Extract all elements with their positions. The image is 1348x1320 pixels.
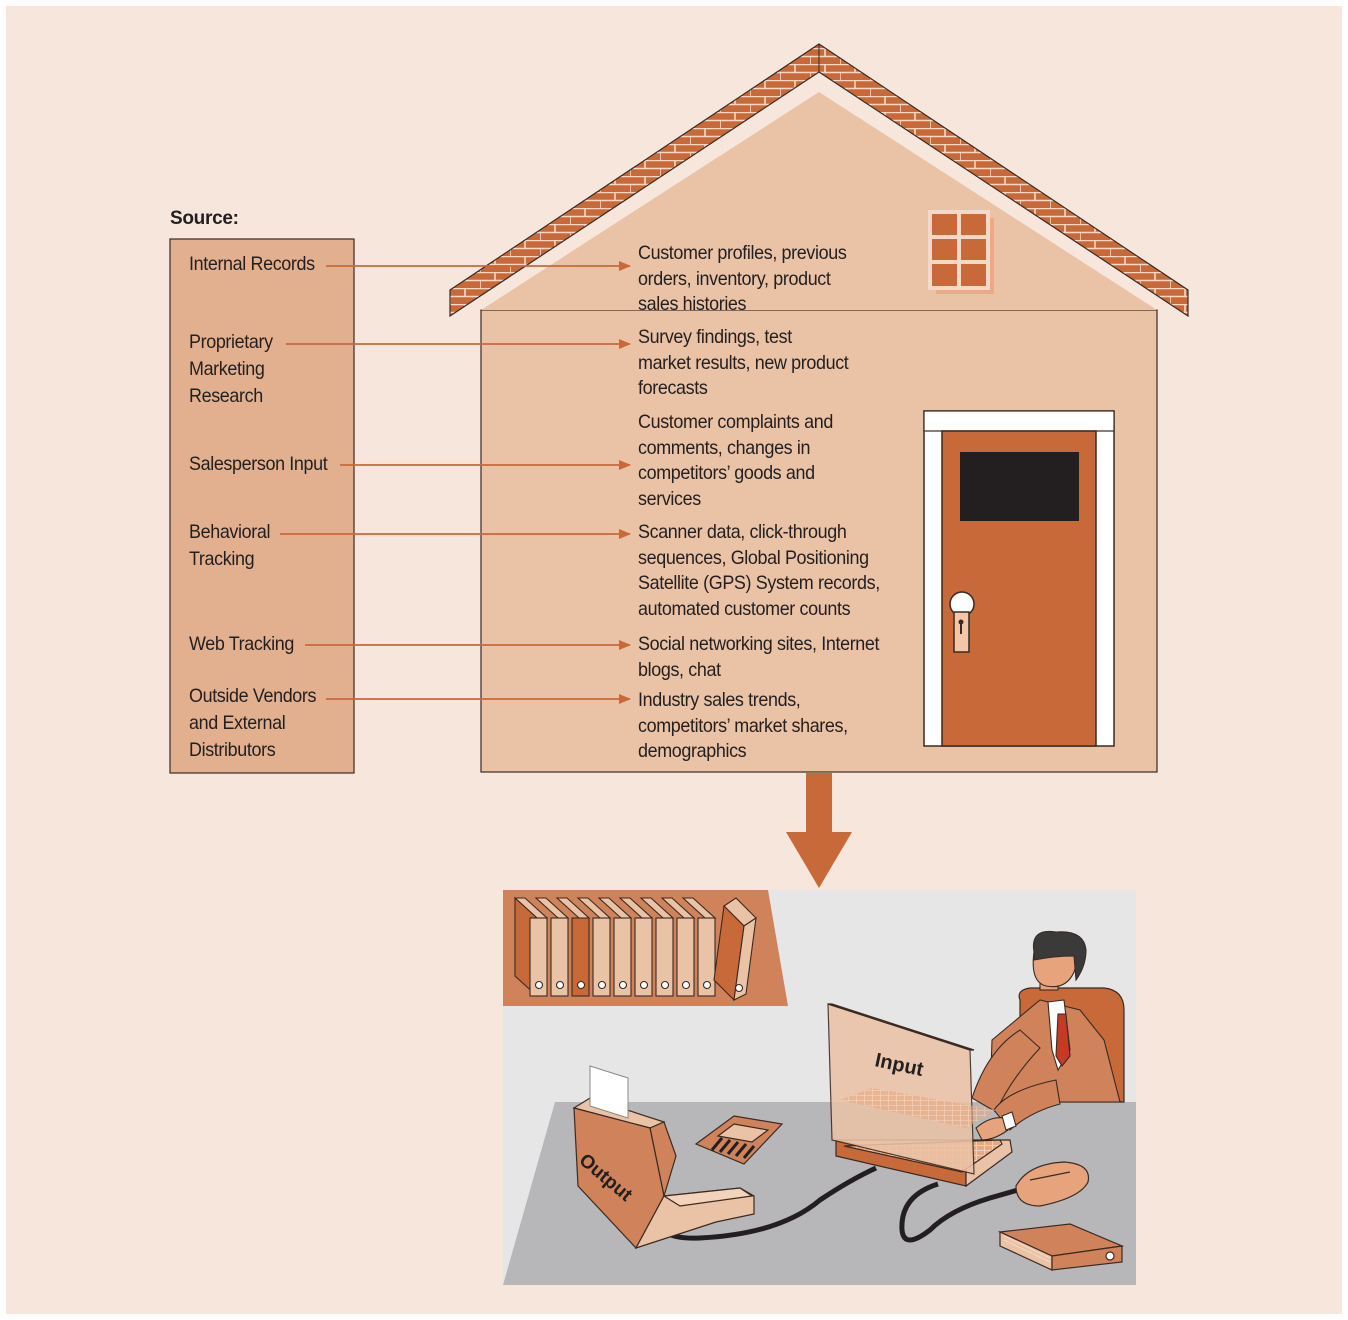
source-web-tracking: Web Tracking	[189, 633, 294, 655]
data-web-tracking: Social networking sites, Internet blogs,…	[638, 633, 880, 681]
printer	[572, 1065, 755, 1250]
computer	[827, 1003, 1013, 1188]
source-outside-vendors: Outside Vendors and External Distributor…	[189, 685, 317, 761]
data-marketing-research: Survey findings, test market results, ne…	[638, 326, 849, 399]
manual	[997, 1223, 1125, 1271]
source-box	[169, 238, 355, 774]
person	[971, 930, 1121, 1141]
source-title: Source:	[170, 208, 239, 229]
door	[923, 410, 1115, 747]
source-behavioral-tracking: Behavioral Tracking	[189, 521, 271, 570]
floppy-disk	[694, 1115, 784, 1165]
attic-window	[928, 210, 994, 294]
source-marketing-research: Proprietary Marketing Research	[189, 331, 273, 407]
data-internal-records: Customer profiles, previous orders, inve…	[638, 242, 847, 315]
mouse-cable	[899, 1181, 1019, 1243]
data-outside-vendors: Industry sales trends, competitors’ mark…	[638, 689, 848, 762]
mouse	[1015, 1161, 1090, 1207]
down-arrow	[786, 773, 852, 888]
connector-arrows	[280, 261, 631, 704]
office-scene: Input	[503, 890, 1136, 1285]
source-salesperson-input: Salesperson Input	[189, 453, 328, 475]
source-internal-records: Internal Records	[189, 253, 315, 275]
data-behavioral-tracking: Scanner data, click-through sequences, G…	[638, 521, 880, 620]
binders	[513, 896, 757, 1002]
house	[449, 43, 1189, 773]
data-salesperson-input: Customer complaints and comments, change…	[638, 411, 833, 510]
